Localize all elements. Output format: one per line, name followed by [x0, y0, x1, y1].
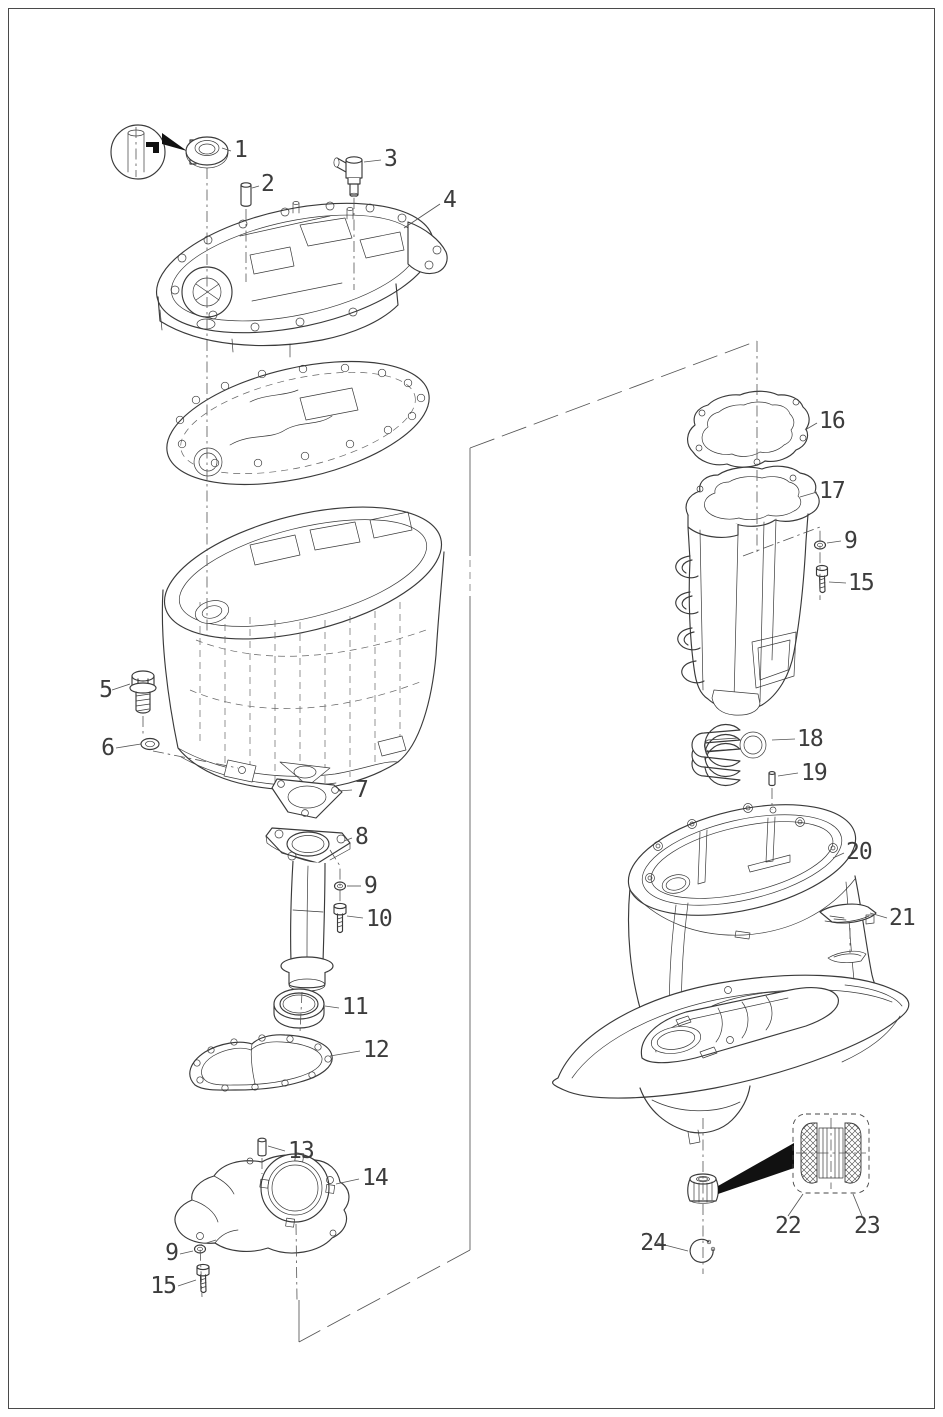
callout-19: 19 [801, 760, 827, 786]
callout-15a: 15 [150, 1273, 176, 1299]
callout-12: 12 [363, 1037, 389, 1063]
part-24-circlip [689, 1238, 716, 1263]
part-2-dowel-pin [240, 182, 252, 207]
part-3-fitting [333, 156, 363, 198]
callout-24: 24 [640, 1230, 666, 1256]
callout-5: 5 [99, 677, 112, 703]
callout-3: 3 [384, 146, 397, 172]
reference-plane-lines [298, 340, 758, 1343]
callout-22: 22 [775, 1213, 801, 1239]
part-17-muffler [675, 465, 820, 716]
part-12-gasket [189, 1034, 333, 1092]
callout-1: 1 [234, 137, 247, 163]
callout-9c: 9 [844, 528, 857, 554]
gasket-holes [175, 363, 426, 468]
callout-13: 13 [288, 1138, 314, 1164]
part-10-bolt [333, 902, 347, 934]
callout-18: 18 [797, 726, 823, 752]
part-13-dowel-pin [257, 1137, 267, 1157]
gasket-holes [193, 1034, 332, 1092]
part-15-bolt-right [815, 564, 829, 594]
part-8-exhaust-pipe [265, 827, 351, 992]
callout-labels: 1 2 3 4 5 6 7 8 9 10 11 12 13 14 9 15 16… [99, 137, 916, 1299]
part-18-seal-damper [691, 723, 767, 787]
detail-pointer-triangle [718, 1143, 794, 1194]
part-9-washer-centre [333, 881, 347, 891]
callout-20: 20 [846, 839, 872, 865]
part-7-gasket [271, 778, 343, 819]
part-15-bolt-left [196, 1263, 210, 1294]
rubber-sleeve-right [844, 1122, 862, 1184]
callout-15b: 15 [848, 570, 874, 596]
callout-6: 6 [101, 735, 114, 761]
part-6-washer [140, 737, 160, 751]
rubber-sleeve-left [800, 1122, 818, 1184]
spring-clips [675, 555, 705, 684]
page-border [8, 8, 935, 1409]
leader-lines [111, 147, 888, 1287]
part-14-exhaust-plate [174, 1152, 350, 1254]
callout-8: 8 [355, 824, 368, 850]
callout-10: 10 [366, 906, 392, 932]
hidden-ribs [189, 602, 427, 787]
part-20-lower-casing [552, 803, 910, 1145]
part-19-dowel-pin [768, 771, 776, 787]
callout-9a: 9 [364, 873, 377, 899]
detail-box-mount-cross-section [792, 1113, 870, 1194]
part-5-flange-bolt [129, 670, 157, 714]
part-11-seal-ring [273, 988, 325, 1029]
callout-21: 21 [889, 905, 915, 931]
part-21-anode [819, 903, 877, 964]
oil-pan-casing [161, 506, 445, 791]
callout-11: 11 [342, 994, 368, 1020]
callout-4: 4 [443, 187, 456, 213]
callout-17: 17 [819, 478, 845, 504]
bolt-holes [170, 201, 407, 332]
exhaust-guide-gasket [166, 360, 430, 486]
axis-lines [142, 168, 851, 1301]
callout-2: 2 [261, 171, 274, 197]
detail-pointer-triangle [162, 133, 187, 151]
rim-bolt-holes [645, 803, 838, 883]
callout-7: 7 [355, 777, 368, 803]
part-1-oil-seal [185, 136, 229, 169]
callout-16: 16 [819, 408, 845, 434]
callout-9b: 9 [165, 1240, 178, 1266]
callout-23: 23 [854, 1213, 880, 1239]
callout-14: 14 [362, 1165, 388, 1191]
seal-lip-glyph [146, 142, 159, 153]
